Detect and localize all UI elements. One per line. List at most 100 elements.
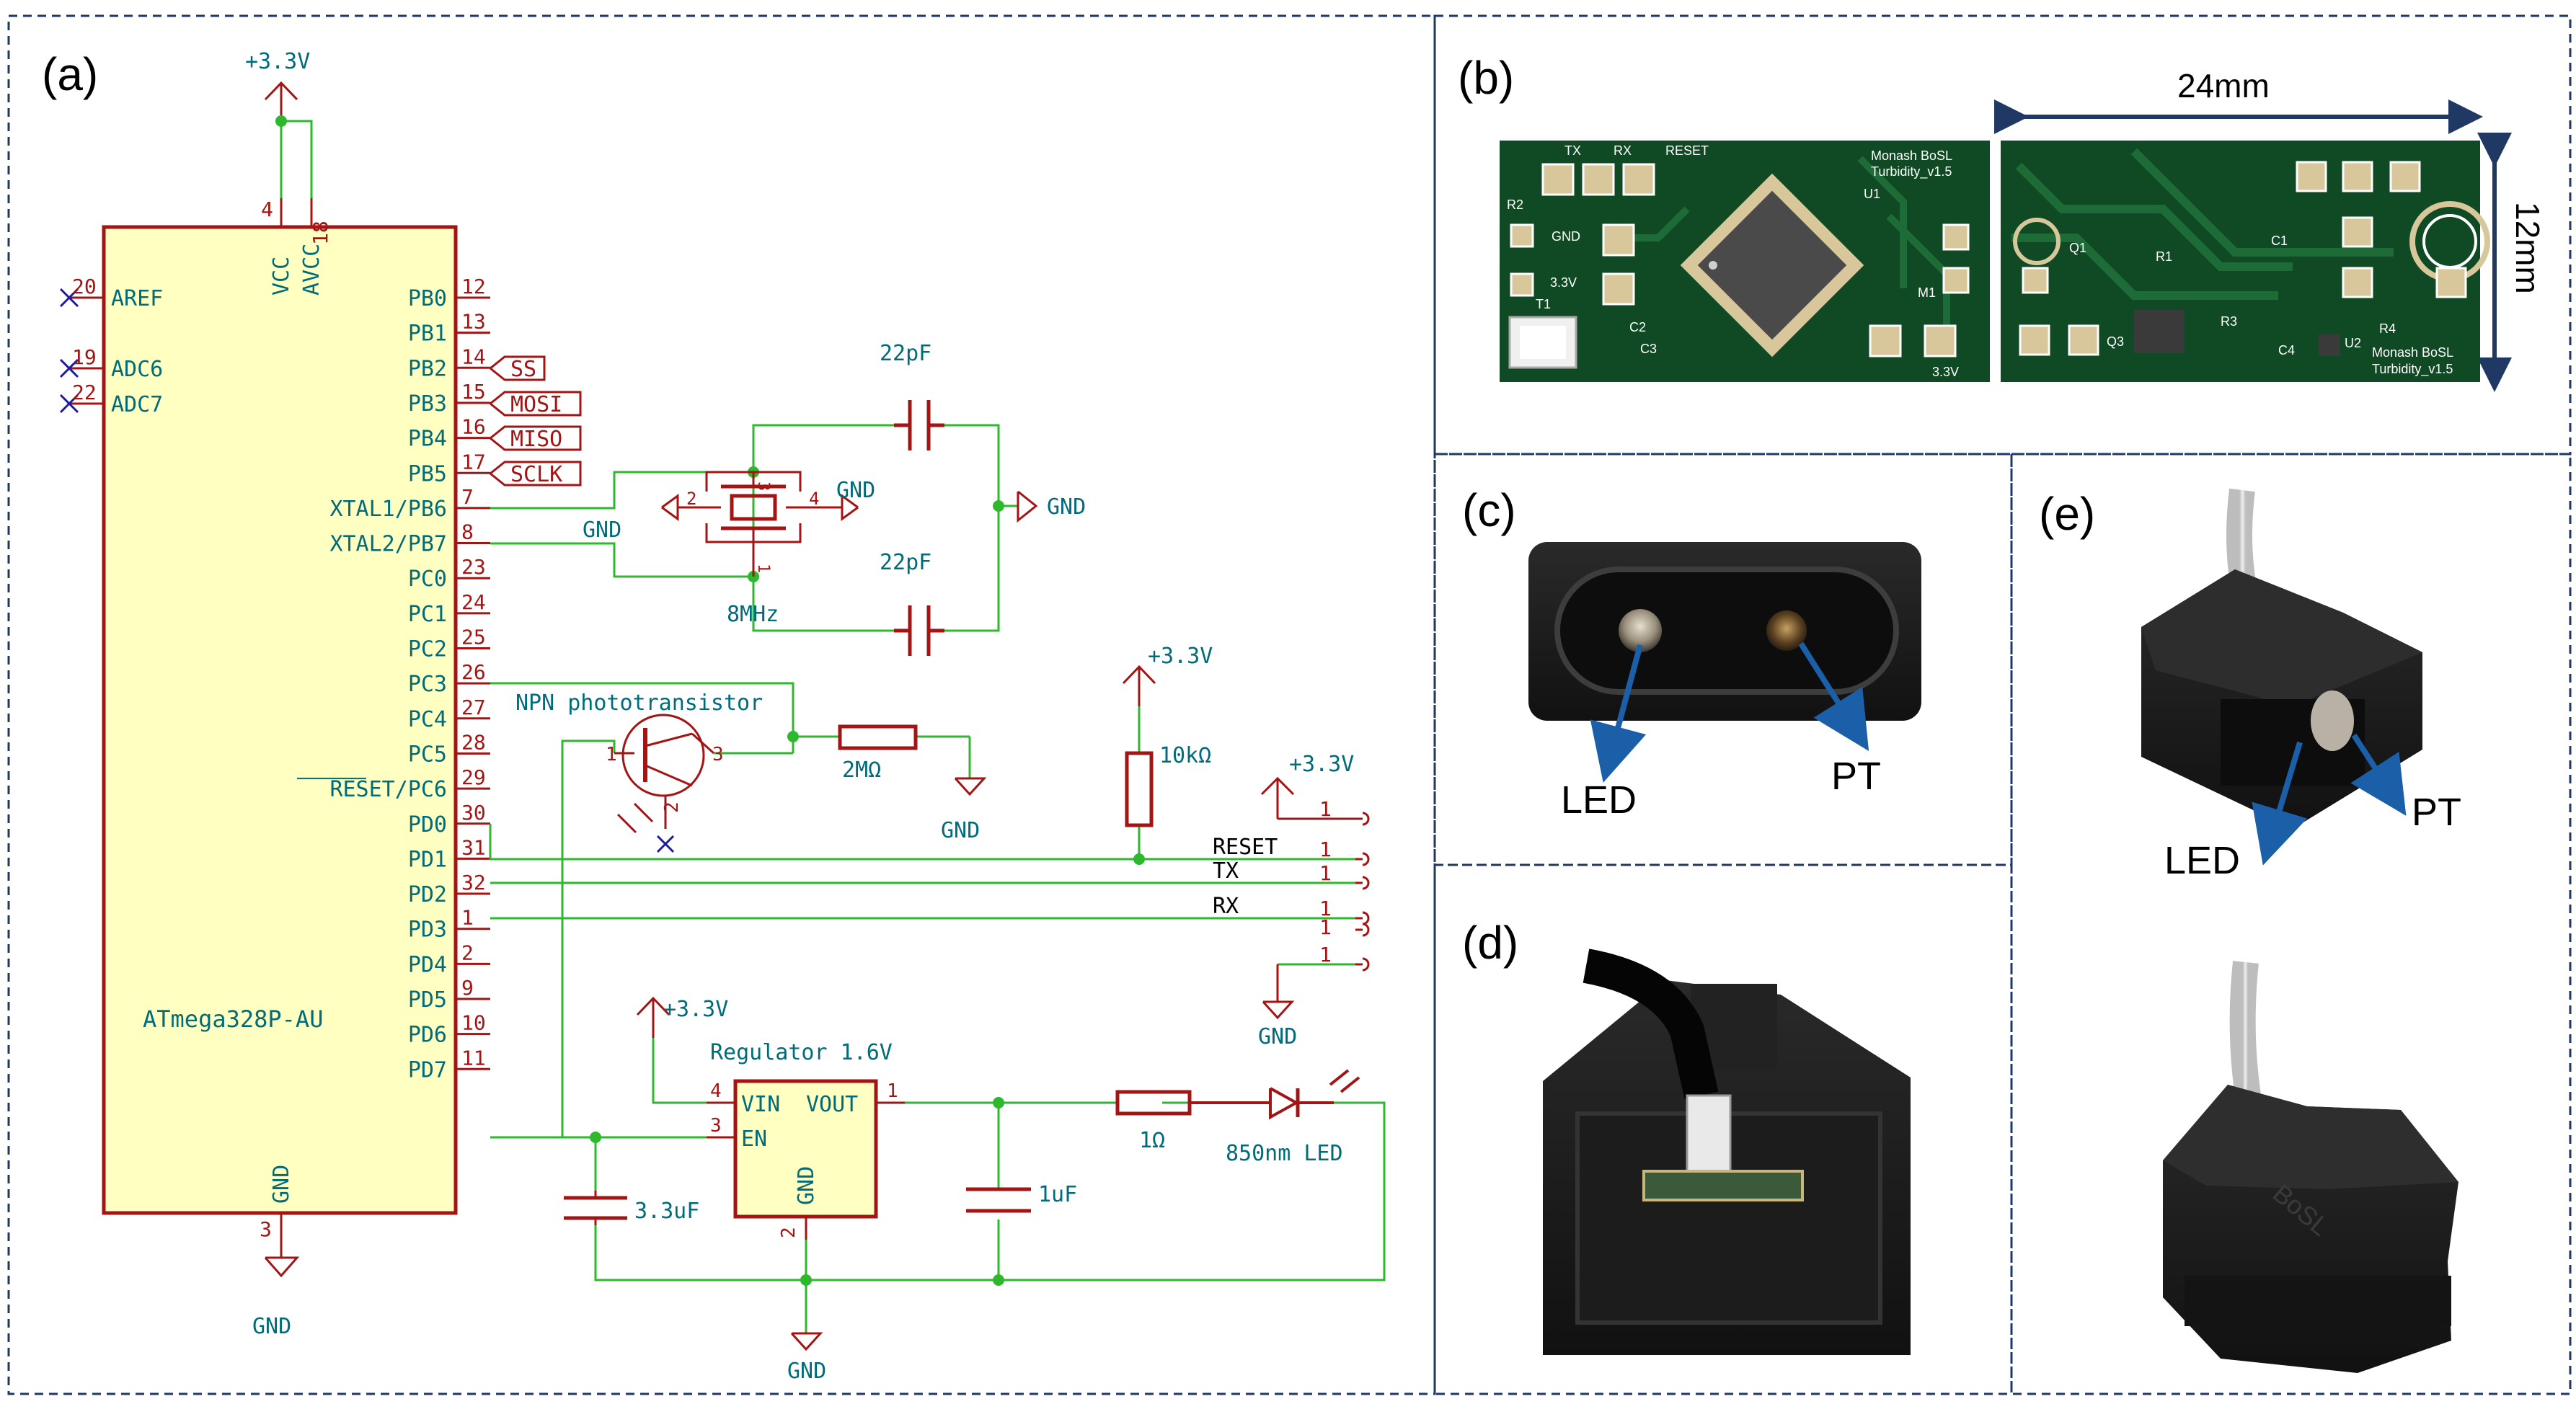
- led-window-c: [1619, 609, 1662, 652]
- reg-vin: VIN: [741, 1092, 780, 1117]
- net-reset: RESET: [1213, 835, 1278, 860]
- mcu-pin-num-vcc: 4: [261, 197, 273, 221]
- pt-pin-3: 3: [712, 744, 724, 765]
- pin-number: 31: [461, 835, 486, 859]
- header-pin-3: 1: [1319, 861, 1332, 885]
- silk-c2: C2: [1629, 320, 1646, 334]
- gnd-reg-symbol: [790, 1332, 823, 1351]
- vcc-reset-label: +3.3V: [1148, 644, 1213, 669]
- mcu-gnd-pin: [264, 1213, 300, 1278]
- pin-name: PC0: [408, 567, 447, 592]
- capacitor-1u: [966, 1187, 1031, 1213]
- crystal-wires: [490, 424, 1018, 632]
- pin-name: PD2: [408, 882, 447, 907]
- reg-pin-vin-num: 4: [710, 1080, 722, 1102]
- npn-phototransistor: [614, 714, 715, 834]
- pin-name: XTAL2/PB7: [329, 532, 447, 557]
- pin-number: 32: [461, 871, 486, 894]
- pin-number: 12: [461, 275, 486, 298]
- mcu-pin-vcc: VCC: [269, 257, 294, 296]
- pin-name: PB0: [408, 286, 447, 311]
- capacitor-3u3: [564, 1191, 627, 1225]
- pin-number: 23: [461, 555, 486, 579]
- silk-gnd: GND: [1552, 229, 1580, 244]
- mcu-pin-pd2: 32 PD2: [408, 871, 490, 907]
- header-pin-1: 1: [1319, 797, 1332, 821]
- pt-no-connect: [656, 835, 675, 853]
- junction-en: [590, 1132, 601, 1143]
- capacitor-22pf-bottom: [894, 605, 944, 656]
- pin-name: PD5: [408, 987, 447, 1013]
- pin-number: 16: [461, 415, 486, 439]
- pin-name: PC3: [408, 672, 447, 697]
- panel-b-label: (b): [1458, 52, 1514, 104]
- junction-gnd-2: [993, 1274, 1004, 1286]
- junction-pt: [787, 731, 799, 742]
- mcu-right-pins: 12PB013PB114PB215PB316PB417PB57XTAL1/PB6…: [297, 275, 490, 1083]
- cable-d: [1583, 948, 1719, 1100]
- pin-name: RESET/PC6: [329, 777, 447, 802]
- pt-arrow-c: [1798, 641, 1869, 752]
- pin-number: 22: [72, 381, 97, 404]
- silk-model-2: Turbidity_v1.5: [2372, 362, 2453, 377]
- gnd-header-label: GND: [1258, 1024, 1297, 1049]
- pin-number: 8: [461, 520, 474, 544]
- mcu-pin-avcc: AVCC: [299, 244, 324, 296]
- gnd-bottom-label: GND: [252, 1314, 291, 1339]
- pin-name: PD7: [408, 1057, 447, 1083]
- pt-window-c: [1766, 610, 1807, 651]
- header-pin-6: 1: [1319, 943, 1332, 967]
- panel-a-label: (a): [42, 48, 98, 100]
- mcu-gnd-pin-num: 3: [260, 1217, 272, 1241]
- silk-m1: M1: [1918, 285, 1936, 300]
- led-label-e: LED: [2164, 839, 2240, 882]
- r-2m-label: 2MΩ: [842, 757, 881, 783]
- pt-pin-2: 2: [661, 801, 683, 813]
- gnd-symbol-pt: [954, 777, 987, 796]
- gnd-pt-label: GND: [941, 818, 980, 843]
- mcu-name: ATmega328P-AU: [143, 1005, 323, 1033]
- net-tx: TX: [1213, 858, 1239, 884]
- gnd-symbol-caps: [1017, 490, 1038, 523]
- cap-top-label: 22pF: [880, 341, 931, 366]
- pt-label: NPN phototransistor: [515, 690, 763, 716]
- reg-pin-vout-num: 1: [887, 1080, 898, 1102]
- panel-d-label: (d): [1462, 917, 1518, 969]
- crystal-label: 8MHz: [727, 602, 779, 627]
- xtal-pin-2: 2: [686, 489, 696, 509]
- reg-vout: VOUT: [806, 1092, 858, 1117]
- cable-e-bottom: [2229, 961, 2261, 1098]
- capacitor-22pf-top: [894, 400, 944, 450]
- silk-3v3: 3.3V: [1550, 275, 1577, 290]
- c-3u3-label: 3.3uF: [634, 1199, 699, 1224]
- led-label-c: LED: [1561, 778, 1637, 822]
- pt-label-c: PT: [1831, 755, 1881, 798]
- reg-pin-gnd-num: 2: [778, 1227, 800, 1238]
- pin-number: 30: [461, 801, 486, 825]
- pin-number: 25: [461, 626, 486, 649]
- silk-brand-2: Monash BoSL: [2372, 345, 2453, 360]
- vcc-top-symbol: [264, 81, 298, 121]
- silk-brand-1: Monash BoSL: [1871, 148, 1952, 163]
- silk-model-1: Turbidity_v1.5: [1871, 164, 1952, 179]
- header-pin-2: 1: [1319, 837, 1332, 861]
- reg-en: EN: [741, 1127, 767, 1152]
- junction-gnd-1: [800, 1274, 812, 1286]
- silk-q1: Q1: [2069, 241, 2086, 255]
- net-mosi: MOSI: [510, 392, 562, 417]
- pin-number: 17: [461, 450, 486, 474]
- panel-c-label: (c): [1462, 484, 1516, 536]
- panel-c-sensor-face: (c) LED PT: [1462, 484, 1921, 822]
- silk-c4: C4: [2278, 343, 2295, 357]
- c-1u-label: 1uF: [1038, 1182, 1077, 1207]
